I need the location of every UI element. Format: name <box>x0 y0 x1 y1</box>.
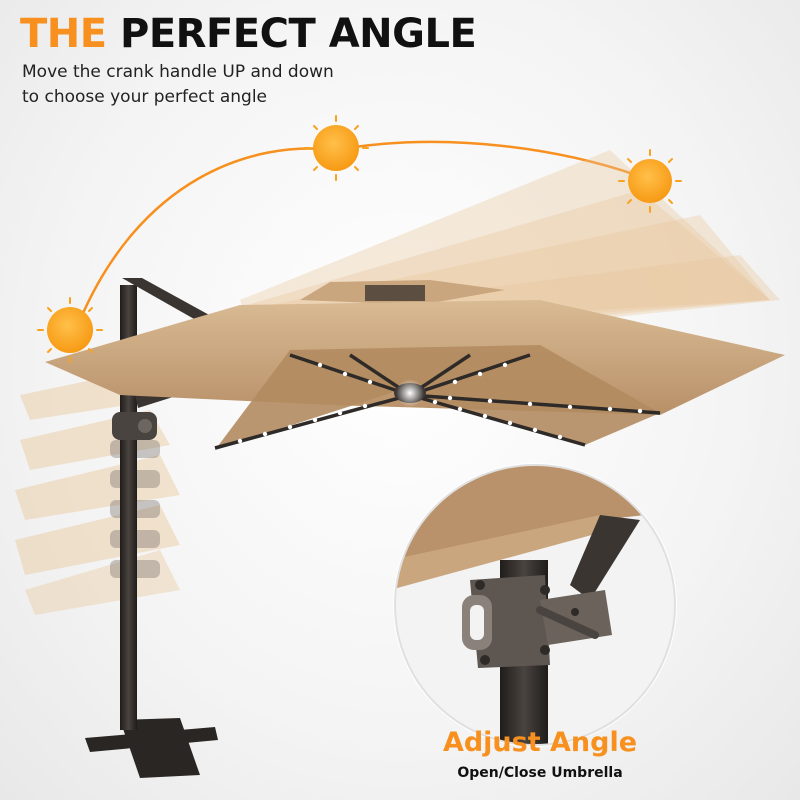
subtitle-line-1: Move the crank handle UP and down <box>22 62 334 82</box>
subtitle-line-2: to choose your perfect angle <box>22 87 268 107</box>
headline-rest: PERFECT ANGLE <box>120 11 477 57</box>
headline-accent: THE <box>20 11 107 57</box>
sun-icon <box>303 115 369 181</box>
umbrella-arm <box>122 278 222 328</box>
pole-hinge <box>112 412 157 440</box>
sun-icon <box>618 149 682 213</box>
canopy-ribs <box>214 353 661 450</box>
umbrella-pole <box>120 285 137 730</box>
adjust-angle-subtitle: Open/Close Umbrella <box>457 765 623 781</box>
adjust-angle-title: Adjust Angle <box>442 727 638 758</box>
headline: THE PERFECT ANGLE <box>20 8 477 60</box>
umbrella-base <box>85 718 218 778</box>
crank-detail-inset <box>393 463 677 747</box>
subtitle: Move the crank handle UP and down to cho… <box>22 60 382 110</box>
sun-icon <box>37 297 103 363</box>
led-lights <box>237 362 643 444</box>
